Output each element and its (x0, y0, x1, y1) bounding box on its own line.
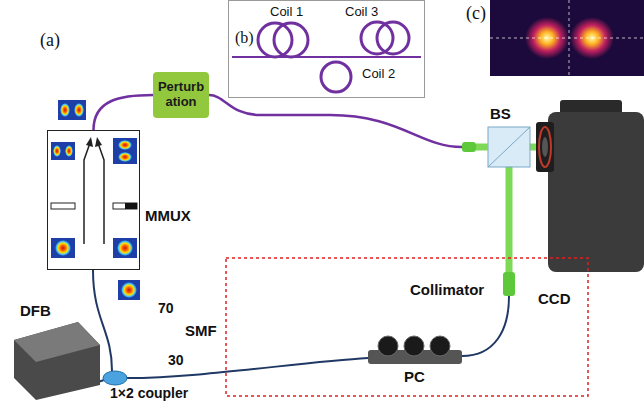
beam-splitter-cube (488, 127, 530, 167)
fiber (462, 296, 509, 356)
collimator (462, 142, 476, 152)
polarization-controller (430, 336, 450, 356)
polarization-controller (404, 336, 424, 356)
ccd-image (490, 0, 644, 76)
split-ratio: 70 (158, 300, 174, 316)
mode-converter (84, 143, 90, 244)
mode-profile (60, 103, 70, 117)
coil-label: Coil 3 (345, 4, 378, 19)
ccd-image (490, 38, 644, 39)
mode-converter (125, 203, 137, 209)
fiber-label: SMF (185, 322, 217, 339)
device-label: PC (404, 368, 425, 385)
node-text: MMUX (145, 207, 191, 224)
ccd-image (490, 0, 644, 76)
mode-converter (51, 203, 75, 209)
dashed-region (226, 258, 588, 396)
inset-coils (228, 0, 425, 98)
mode-profile (118, 152, 132, 162)
panel-letter: (a) (40, 30, 60, 51)
mode-profile (121, 282, 137, 298)
inset-panel: (b) (228, 0, 425, 98)
panel-letter: (c) (466, 3, 486, 24)
mode-converter (113, 203, 137, 209)
inset-coils (232, 56, 421, 58)
coil-label: Coil 1 (270, 4, 303, 19)
node-text: BS (490, 105, 511, 122)
device-label: 1×2 coupler (110, 385, 188, 401)
fiber (127, 358, 368, 378)
mode-multiplexer: MMUX (47, 130, 140, 270)
node-text: Perturbation (157, 80, 205, 110)
ccd-camera (536, 100, 644, 272)
beam-splitter-cube (488, 127, 530, 167)
mode-converter (98, 143, 104, 244)
fiber-line (94, 95, 154, 130)
dfb-laser (14, 322, 100, 362)
mode-profile (74, 103, 84, 117)
mode-profile (113, 138, 137, 164)
perturbation-box: Perturbation (153, 72, 209, 118)
mode-profile (51, 238, 75, 258)
fiber (93, 270, 509, 382)
mode-profile (55, 240, 71, 256)
mode-converter (86, 137, 93, 147)
mode-profile (118, 140, 132, 150)
device-label: DFB (20, 302, 51, 319)
laser-beam (476, 144, 488, 151)
inset-coils (377, 22, 409, 54)
fiber-line (209, 95, 462, 147)
fiber-connector (94, 95, 154, 130)
inset-coils (274, 23, 308, 57)
dfb-laser (14, 322, 100, 400)
ccd-camera (536, 122, 554, 172)
ccd-camera (539, 127, 551, 167)
mode-profile (58, 100, 86, 120)
coil-label: Coil 2 (362, 66, 395, 81)
ccd-camera (542, 137, 548, 157)
inset-coils (228, 0, 425, 98)
collimator (503, 272, 515, 296)
fiber-connector (209, 95, 488, 152)
dfb-laser (14, 322, 100, 400)
polarization-controller (378, 336, 398, 356)
mode-profile (53, 145, 61, 157)
mode-profile (113, 238, 137, 258)
mode-profile (65, 145, 73, 157)
laser-beam (506, 166, 513, 273)
mode-profile (118, 280, 140, 300)
split-ratio: 30 (168, 352, 184, 368)
mode-converter (95, 137, 102, 147)
beam-splitter-cube (488, 127, 530, 167)
fiber-coupler (103, 371, 127, 385)
beam-splitter: BS (488, 127, 530, 167)
inset-coils (321, 62, 351, 92)
mode-profile (117, 240, 133, 256)
node-text: (b) (235, 29, 254, 47)
collimator (503, 272, 515, 296)
mode-profile (51, 142, 75, 160)
mode-converter (51, 137, 137, 244)
device-label: CCD (538, 290, 571, 307)
device-label: Collimator (410, 281, 484, 298)
polarization-controller (368, 336, 462, 364)
ccd-camera (548, 112, 644, 272)
